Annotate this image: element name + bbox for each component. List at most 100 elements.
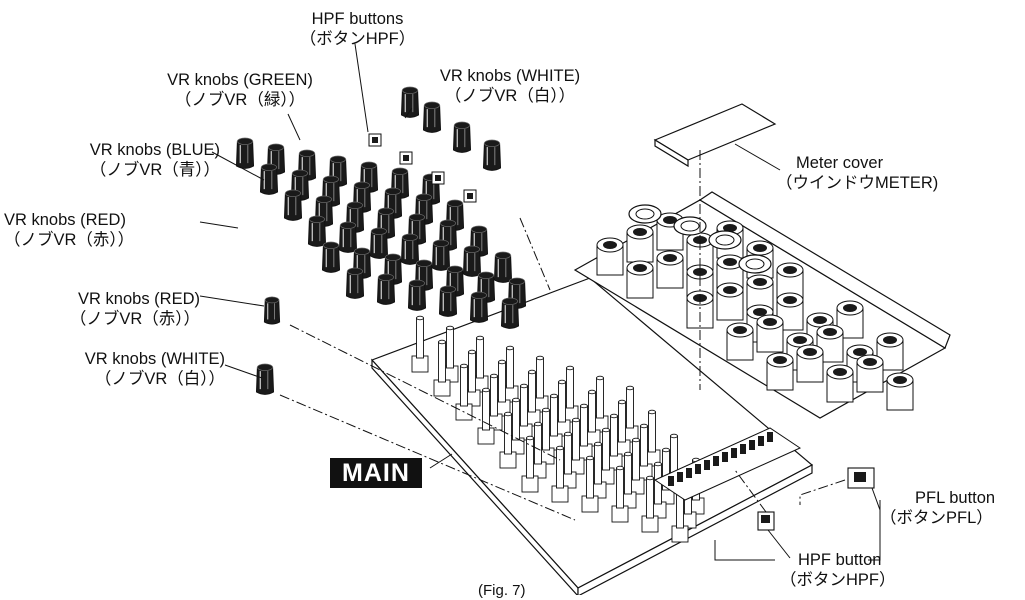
bracket-pfl: [868, 500, 881, 561]
main-board-label: MAIN: [330, 458, 422, 488]
pfl-button-part: [847, 467, 875, 489]
hpf-button-part: [757, 511, 775, 531]
label-hpf-buttons-top: HPF buttons （ボタンHPF）: [270, 9, 445, 49]
vr-knob: [431, 239, 451, 271]
label-meter-cover-en: Meter cover: [796, 154, 884, 172]
label-vr-knobs-blue: VR knobs (BLUE) （ノブVR（青））: [30, 140, 220, 180]
label-vr-knobs-red-mid-en: VR knobs (RED): [78, 290, 200, 308]
connector-jack: [796, 344, 824, 383]
label-vr-knobs-white-top: VR knobs (WHITE) （ノブVR（白））: [410, 66, 610, 106]
label-vr-knobs-white-bottom-en: VR knobs (WHITE): [84, 350, 225, 368]
vr-knob: [283, 189, 303, 221]
label-vr-knobs-red-mid: VR knobs (RED) （ノブVR（赤））: [10, 289, 200, 329]
connector-jack: [626, 224, 654, 263]
label-vr-knobs-blue-jp: （ノブVR（青））: [89, 161, 220, 179]
hpf-button-cap: [431, 171, 445, 185]
label-hpf-buttons-top-jp: （ボタンHPF）: [299, 30, 416, 48]
vr-knob: [321, 175, 341, 207]
assembly-line-white-knob: [279, 394, 576, 521]
leader-vr-red-top: [199, 221, 239, 229]
leader-meter-cover: [734, 143, 781, 171]
meter-cover-edge: [654, 138, 689, 168]
potentiometer: [477, 387, 495, 445]
vr-knob: [438, 285, 458, 317]
leader-pfl-button: [871, 487, 881, 511]
connector-jack: [656, 250, 684, 289]
potentiometer: [441, 325, 459, 383]
potentiometer: [433, 339, 451, 397]
main-pcb-edge-side: [577, 464, 813, 597]
label-vr-knobs-red-top-jp: （ノブVR（赤））: [4, 231, 135, 249]
assembly-line-knob-grid: [519, 217, 551, 291]
potentiometer: [597, 427, 615, 485]
vr-knob-white: [482, 139, 502, 171]
vr-knob-red-loose: [263, 296, 281, 325]
connector-jack: [856, 354, 884, 393]
potentiometer: [619, 451, 637, 509]
leader-vr-blue: [211, 151, 265, 181]
potentiometer: [627, 437, 645, 495]
connector-board-rear-wall: [698, 191, 951, 349]
hpf-button-cap: [399, 151, 413, 165]
leader-vr-green: [287, 113, 301, 141]
vr-knob-white-loose: [255, 363, 275, 395]
leader-hpf-buttons: [354, 43, 369, 133]
connector-jack: [596, 237, 624, 276]
label-vr-knobs-blue-en: VR knobs (BLUE): [89, 141, 220, 159]
label-vr-knobs-white-top-en: VR knobs (WHITE): [439, 67, 581, 85]
label-vr-knobs-red-mid-jp: （ノブVR（赤））: [69, 310, 200, 328]
vr-knob: [400, 233, 420, 265]
vr-knob: [235, 137, 255, 169]
vr-knob: [469, 291, 489, 323]
label-pfl-button-jp: （ボタンPFL）: [880, 509, 993, 527]
vr-knob-white: [400, 86, 420, 118]
vr-knob: [462, 245, 482, 277]
potentiometer: [671, 485, 689, 543]
connector-jack: [816, 324, 844, 363]
leader-vr-white-bottom: [224, 364, 263, 379]
potentiometer: [411, 315, 429, 373]
vr-knob-white: [452, 121, 472, 153]
hpf-button-cap: [463, 189, 477, 203]
vr-knob: [338, 221, 358, 253]
potentiometer: [529, 421, 547, 479]
vr-knob: [345, 267, 365, 299]
button-switch-strip: [653, 427, 802, 501]
vr-knob: [369, 227, 389, 259]
vr-knob: [259, 163, 279, 195]
potentiometer: [551, 445, 569, 503]
label-vr-knobs-red-top: VR knobs (RED) （ノブVR（赤））: [4, 210, 194, 250]
potentiometer: [641, 475, 659, 533]
xlr-connector: [673, 216, 707, 236]
vr-knob: [500, 297, 520, 329]
label-hpf-button-bottom-en: HPF button: [798, 551, 882, 569]
label-vr-knobs-white-bottom-jp: （ノブVR（白））: [94, 370, 225, 388]
vr-knob: [307, 215, 327, 247]
vr-knob: [493, 251, 513, 283]
label-meter-cover-jp: （ウインドウMETER): [776, 174, 939, 192]
vr-knob: [321, 241, 341, 273]
vr-knob: [376, 273, 396, 305]
potentiometer: [545, 393, 563, 451]
figure-caption: (Fig. 7): [478, 582, 526, 599]
potentiometer: [463, 349, 481, 407]
label-vr-knobs-green: VR knobs (GREEN) （ノブVR（緑））: [140, 70, 340, 110]
leader-hpf-button: [767, 529, 791, 559]
label-hpf-button-bottom: HPF button （ボタンHPF）: [780, 550, 940, 590]
connector-jack: [826, 364, 854, 403]
xlr-connector: [708, 230, 742, 250]
potentiometer: [581, 455, 599, 513]
leader-main: [429, 453, 453, 469]
connector-jack: [626, 260, 654, 299]
connector-jack: [756, 314, 784, 353]
assembly-line-pfl: [799, 479, 846, 505]
label-hpf-buttons-top-en: HPF buttons: [311, 10, 404, 28]
vr-knob-white: [422, 101, 442, 133]
assembly-line-hpf: [734, 469, 767, 513]
assembly-line-red-knob: [289, 324, 561, 461]
label-vr-knobs-white-top-jp: （ノブVR（白））: [444, 87, 576, 105]
bracket-hpf: [714, 540, 775, 561]
xlr-connector: [628, 204, 662, 224]
